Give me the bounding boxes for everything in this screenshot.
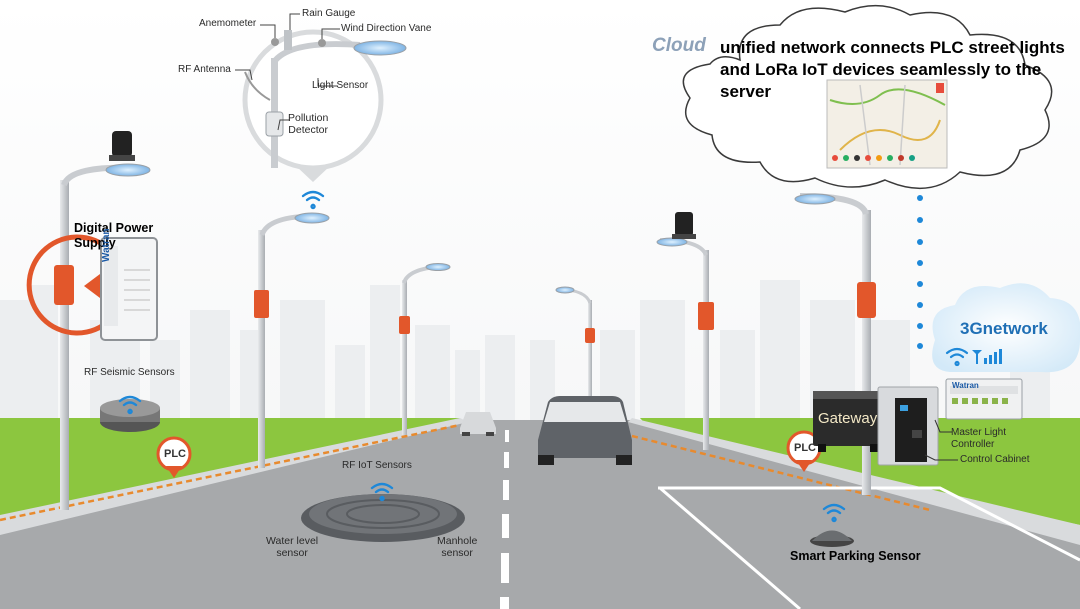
manhole-label: Manhole sensor xyxy=(437,535,478,560)
smart-parking-sensor-device xyxy=(810,530,854,547)
wind-vane-label: Wind Direction Vane xyxy=(341,23,432,34)
street-light-6 xyxy=(794,193,876,495)
street-light-4 xyxy=(555,286,595,420)
network-link-dots xyxy=(917,195,923,349)
plc-controller-box-5 xyxy=(698,302,714,330)
server-map-screenshot xyxy=(826,79,948,169)
master-light-controller-device xyxy=(945,378,1023,420)
smart-parking-label: Smart Parking Sensor xyxy=(790,549,921,563)
street-light-5 xyxy=(656,212,714,450)
water-level-label: Water level sensor xyxy=(266,535,319,560)
signal-bars-icon xyxy=(972,349,1002,364)
cloud-title: Cloud xyxy=(652,35,706,56)
wifi-icon xyxy=(945,347,969,367)
street-light-1 xyxy=(54,131,151,510)
plc-pin-left xyxy=(156,436,192,478)
manhole-cover xyxy=(301,494,465,542)
cabinet-leader-lines xyxy=(924,419,958,461)
plc-controller-box-1 xyxy=(54,265,74,305)
plc-controller-box-3 xyxy=(399,316,410,334)
road-center-dashes xyxy=(500,430,509,609)
anemometer-label: Anemometer xyxy=(199,18,257,29)
gateway-device xyxy=(813,391,883,452)
plc-controller-box-4 xyxy=(585,328,595,343)
digital-power-supply-label: Digital Power Supply xyxy=(74,221,154,250)
master-light-controller-label: Master Light Controller xyxy=(951,427,1007,450)
callout-leader-lines xyxy=(235,13,340,131)
underground-cable-left xyxy=(0,423,461,522)
light-sensor-label: Light Sensor xyxy=(312,80,369,91)
right-curb xyxy=(628,418,1080,545)
rf-seismic-label: RF Seismic Sensors xyxy=(84,367,175,378)
gateway-label: Gateway xyxy=(818,410,878,427)
grass-right xyxy=(640,418,1080,525)
parking-line-left xyxy=(659,486,801,609)
underground-cable-right xyxy=(631,434,931,512)
car-near xyxy=(538,396,632,465)
rf-antenna-label: RF Antenna xyxy=(178,64,231,75)
control-cabinet-device xyxy=(877,386,939,466)
car-far xyxy=(460,412,496,436)
street-light-3 xyxy=(399,263,451,435)
wifi-icon xyxy=(370,482,394,502)
rf-iot-label: RF IoT Sensors xyxy=(342,460,412,471)
control-cabinet-label: Control Cabinet xyxy=(960,454,1030,465)
network-label: 3Gnetwork xyxy=(960,319,1048,338)
rf-seismic-sensor xyxy=(100,399,160,432)
pollution-detector-label: Pollution Detector xyxy=(288,112,329,137)
left-curb xyxy=(0,418,468,535)
wifi-icon xyxy=(118,395,142,415)
sensor-callout-magnifier xyxy=(242,29,407,182)
street-light-2 xyxy=(254,212,330,468)
network-cloud xyxy=(932,283,1080,373)
controller-brand: Watran xyxy=(952,381,979,390)
wifi-icon xyxy=(822,503,846,523)
rain-gauge-label: Rain Gauge xyxy=(302,8,356,19)
plc-label-right: PLC xyxy=(794,442,816,454)
plc-controller-box-2 xyxy=(254,290,269,318)
plc-controller-box-6 xyxy=(857,282,876,318)
plc-label-left: PLC xyxy=(164,448,186,460)
cloud-description: unified network connects PLC street ligh… xyxy=(720,38,1065,102)
power-supply-brand: Watran xyxy=(101,228,112,262)
wifi-icon xyxy=(301,190,325,210)
parking-line-top xyxy=(658,486,1080,562)
digital-power-supply xyxy=(26,234,158,341)
